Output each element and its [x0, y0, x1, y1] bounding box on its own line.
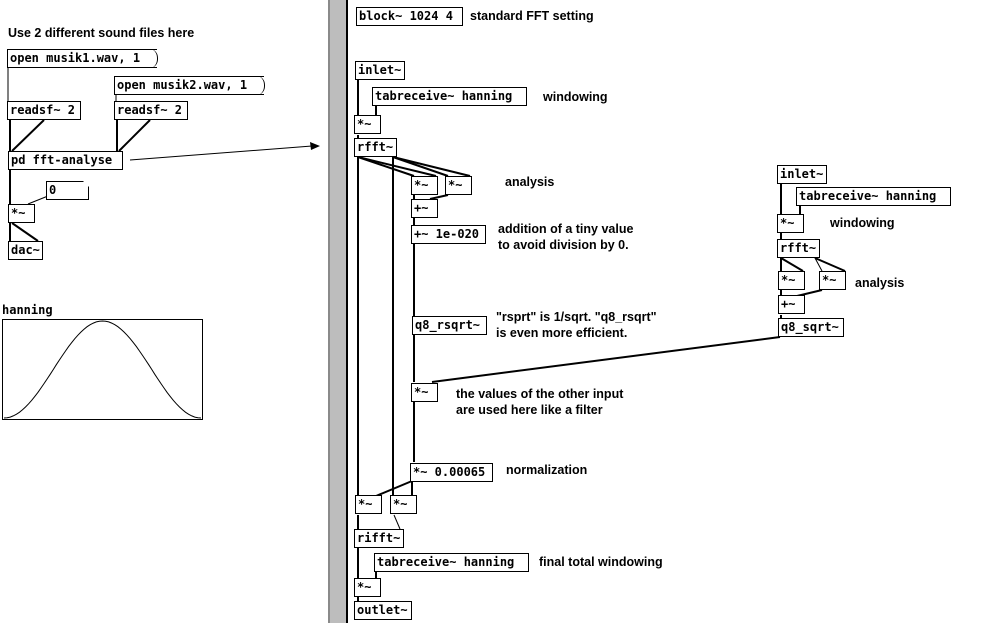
cord [11, 119, 45, 152]
side-imag-square-object[interactable]: *~ [819, 271, 846, 290]
final-windowing-comment: final total windowing [539, 555, 663, 569]
normalization-comment: normalization [506, 463, 588, 477]
readsf-object-1[interactable]: readsf~ 2 [7, 101, 81, 120]
cord [375, 480, 413, 497]
analysis-comment: analysis [505, 175, 555, 189]
q8-sqrt-object[interactable]: q8_sqrt~ [778, 318, 844, 337]
tiny-value-comment-line1: addition of a tiny value [498, 222, 634, 236]
side-inlet-object[interactable]: inlet~ [777, 165, 827, 184]
rfft-object[interactable]: rfft~ [354, 138, 397, 157]
filter-comment-line1: the values of the other input [456, 387, 624, 401]
side-real-square-object[interactable]: *~ [778, 271, 805, 290]
readsf-object-2[interactable]: readsf~ 2 [114, 101, 188, 120]
cord [780, 257, 804, 272]
window-divider [328, 0, 348, 623]
inlet-object[interactable]: inlet~ [355, 61, 405, 80]
final-multiply-object[interactable]: *~ [354, 578, 381, 597]
pd-fft-analyse-subpatch[interactable]: pd fft-analyse [8, 151, 123, 170]
final-tabreceive-hanning-object[interactable]: tabreceive~ hanning [374, 553, 529, 572]
cord [118, 119, 151, 152]
side-add-object[interactable]: +~ [778, 295, 805, 314]
cord [11, 222, 39, 242]
imag-square-object[interactable]: *~ [445, 176, 472, 195]
side-window-multiply-object[interactable]: *~ [777, 214, 804, 233]
rifft-object[interactable]: rifft~ [354, 529, 404, 548]
outlet-object[interactable]: outlet~ [354, 601, 412, 620]
side-rfft-object[interactable]: rfft~ [777, 239, 820, 258]
hanning-curve [3, 320, 202, 419]
cord [27, 195, 49, 205]
windowing-comment: windowing [543, 90, 608, 104]
cord [814, 257, 846, 272]
cord [814, 257, 823, 272]
side-windowing-comment: windowing [830, 216, 895, 230]
hanning-array-graph[interactable] [2, 319, 203, 420]
window-multiply-object[interactable]: *~ [354, 115, 381, 134]
hanning-array-label: hanning [2, 303, 53, 317]
dac-object[interactable]: dac~ [8, 241, 43, 260]
rsqrt-comment-line2: is even more efficient. [496, 326, 628, 340]
cord [357, 156, 437, 177]
side-tabreceive-hanning-object[interactable]: tabreceive~ hanning [796, 187, 951, 206]
filter-multiply-object[interactable]: *~ [411, 383, 438, 402]
cord [393, 514, 401, 530]
open-musik1-message[interactable]: open musik1.wav, 1 [7, 49, 158, 68]
side-analysis-comment: analysis [855, 276, 905, 290]
cord [392, 156, 471, 177]
rsqrt-comment-line1: "rsprt" is 1/sqrt. "q8_rsqrt" [496, 310, 657, 324]
block-object[interactable]: block~ 1024 4 [356, 7, 463, 26]
window-edge [346, 0, 348, 623]
volume-number-box[interactable]: 0 [46, 181, 89, 200]
filter-comment-line2: are used here like a filter [456, 403, 603, 417]
block-comment: standard FFT setting [470, 9, 594, 23]
tiny-value-comment-line2: to avoid division by 0. [498, 238, 629, 252]
q8-rsqrt-object[interactable]: q8_rsqrt~ [412, 316, 487, 335]
arrow-line [129, 145, 313, 161]
tabreceive-hanning-object[interactable]: tabreceive~ hanning [372, 87, 527, 106]
multiply-object[interactable]: *~ [8, 204, 35, 223]
open-musik2-message[interactable]: open musik2.wav, 1 [114, 76, 265, 95]
real-square-object[interactable]: *~ [411, 176, 438, 195]
output-real-multiply-object[interactable]: *~ [355, 495, 382, 514]
cord [431, 336, 781, 383]
add-tiny-value-object[interactable]: +~ 1e-020 [411, 225, 486, 244]
cord [429, 194, 449, 200]
title-comment: Use 2 different sound files here [8, 26, 195, 40]
arrow-head [310, 142, 320, 150]
add-object[interactable]: +~ [411, 199, 438, 218]
output-imag-multiply-object[interactable]: *~ [390, 495, 417, 514]
normalization-multiply-object[interactable]: *~ 0.00065 [410, 463, 493, 482]
